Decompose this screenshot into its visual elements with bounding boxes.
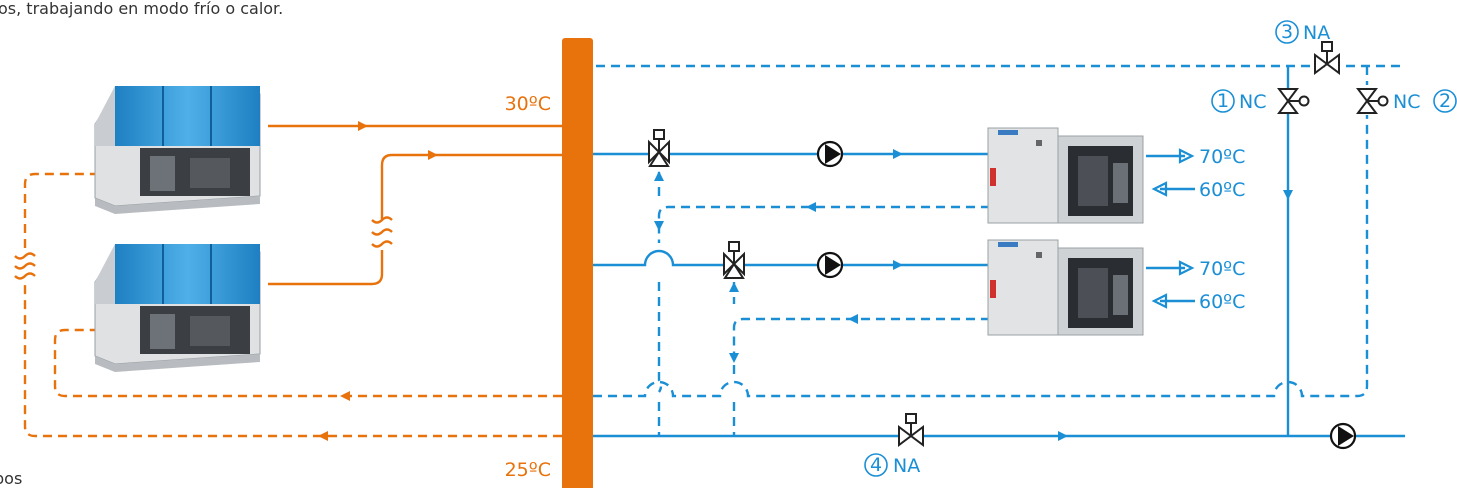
pump-icon [816,140,844,168]
valve-4-label: 4 NA [864,453,920,477]
valve-1-state: NC [1239,91,1266,113]
temp-unit-1-in: 60ºC [1199,179,1245,201]
temp-source-return: 25ºC [505,459,551,481]
three-way-valve-icon [648,129,670,167]
valve-1-label: 1 NC [1211,89,1266,113]
valve-3-number: 3 [1281,21,1293,43]
valve-3-state: NA [1303,22,1330,44]
unit-2-connections [1146,260,1195,309]
valve-3-label: 3 NA [1275,20,1330,44]
source-circuit [14,121,562,441]
caption-bottom: pos [0,469,22,488]
valve-2-icon [1357,88,1389,114]
unit-1-connections [1146,148,1195,197]
temp-unit-2-out: 70ºC [1199,258,1245,280]
temp-unit-1-out: 70ºC [1199,146,1245,168]
valve-3-icon [1314,41,1340,74]
three-way-valve-icon [723,241,745,279]
valve-4-state: NA [893,455,920,477]
hot-water-circuit [593,64,1405,441]
valve-2-number: 2 [1439,90,1451,112]
valve-2-label: NC 2 [1393,89,1457,113]
chiller-unit-2 [94,243,261,373]
valve-2-state: NC [1393,91,1420,113]
chiller-unit-1 [94,85,261,215]
pump-icon [1329,422,1357,450]
temp-source-supply: 30ºC [505,93,551,115]
valve-4-number: 4 [870,454,882,476]
valve-1-icon [1278,88,1310,114]
temp-unit-2-in: 60ºC [1199,291,1245,313]
caption-top: os, trabajando en modo frío o calor. [0,0,283,18]
valve-1-number: 1 [1217,90,1229,112]
hydraulic-collector [562,38,593,488]
valve-4-icon [898,413,924,446]
heat-pump-unit-1 [987,127,1144,224]
pump-icon [816,251,844,279]
heat-pump-unit-2 [987,239,1144,336]
